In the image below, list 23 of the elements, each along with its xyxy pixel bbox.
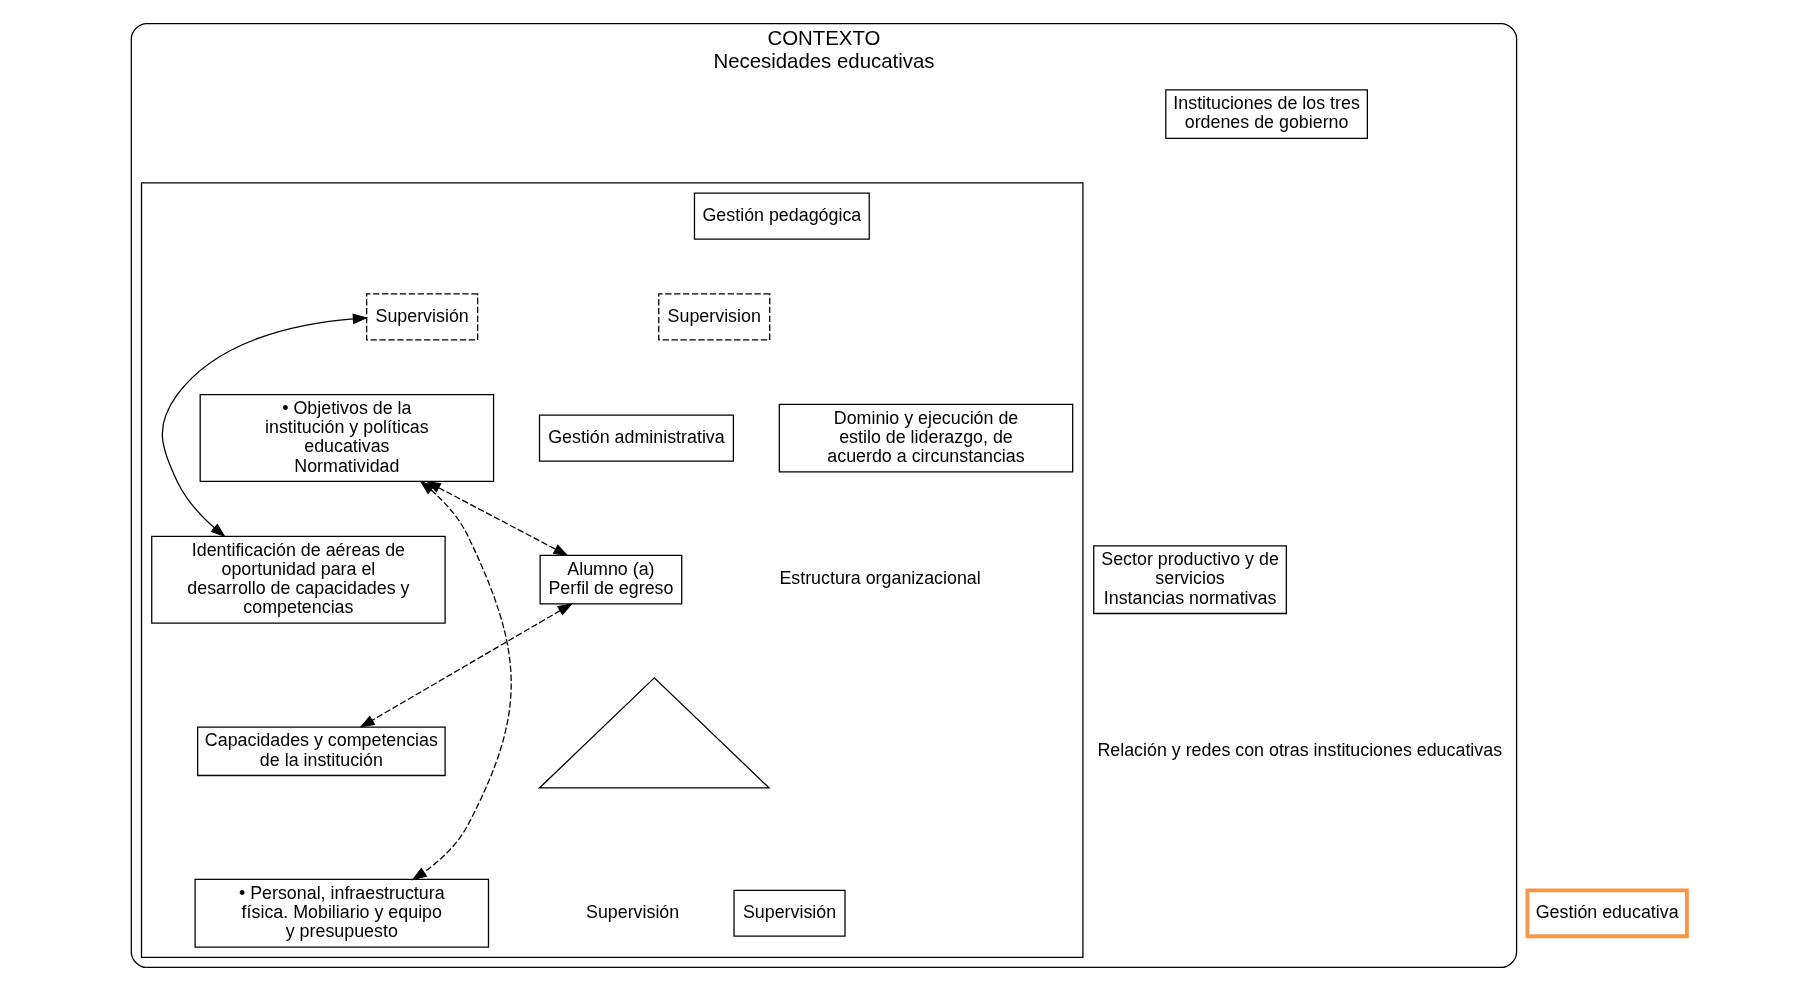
node-box: Dominio y ejecución de estilo de liderazgo, de acuerdo a circunstancias xyxy=(778,403,1073,473)
node-box: Identificación de aéreas de oportunidad para el desarrollo de capacidades y competencias xyxy=(150,535,446,624)
node-box: • Personal, infraestructura física. Mobiliario y equipo y presupuesto xyxy=(193,878,489,948)
label: Relación y redes con otras instituciones educativas xyxy=(1096,739,1502,760)
arrow xyxy=(358,603,573,728)
node-box: • Objetivos de la institución y políticas educativas Normatividad xyxy=(199,394,494,483)
node-box: Supervision xyxy=(657,293,770,341)
arrow xyxy=(411,480,512,881)
node-box: Sector productivo y de servicios Instancias normativas xyxy=(1092,545,1287,615)
label: Estructura organizacional xyxy=(778,568,981,589)
node-box: Supervisión xyxy=(732,889,846,937)
node-box: Supervisión xyxy=(365,293,478,341)
node-box: Gestión administrativa xyxy=(538,414,734,462)
arrow xyxy=(161,313,368,538)
node-box: Capacidades y competencias de la institución xyxy=(196,726,446,777)
cluster xyxy=(140,182,1084,958)
node-box: Gestión educativa xyxy=(1525,888,1689,939)
label: Supervisión xyxy=(585,901,679,922)
arrow xyxy=(424,480,569,557)
node-box: Alumno (a) Perfil de egreso xyxy=(539,554,682,605)
node-triangle xyxy=(537,677,771,789)
node-box: Instituciones de los tres ordenes de gobierno xyxy=(1164,89,1368,139)
node-box: Gestión pedagógica xyxy=(693,192,870,240)
